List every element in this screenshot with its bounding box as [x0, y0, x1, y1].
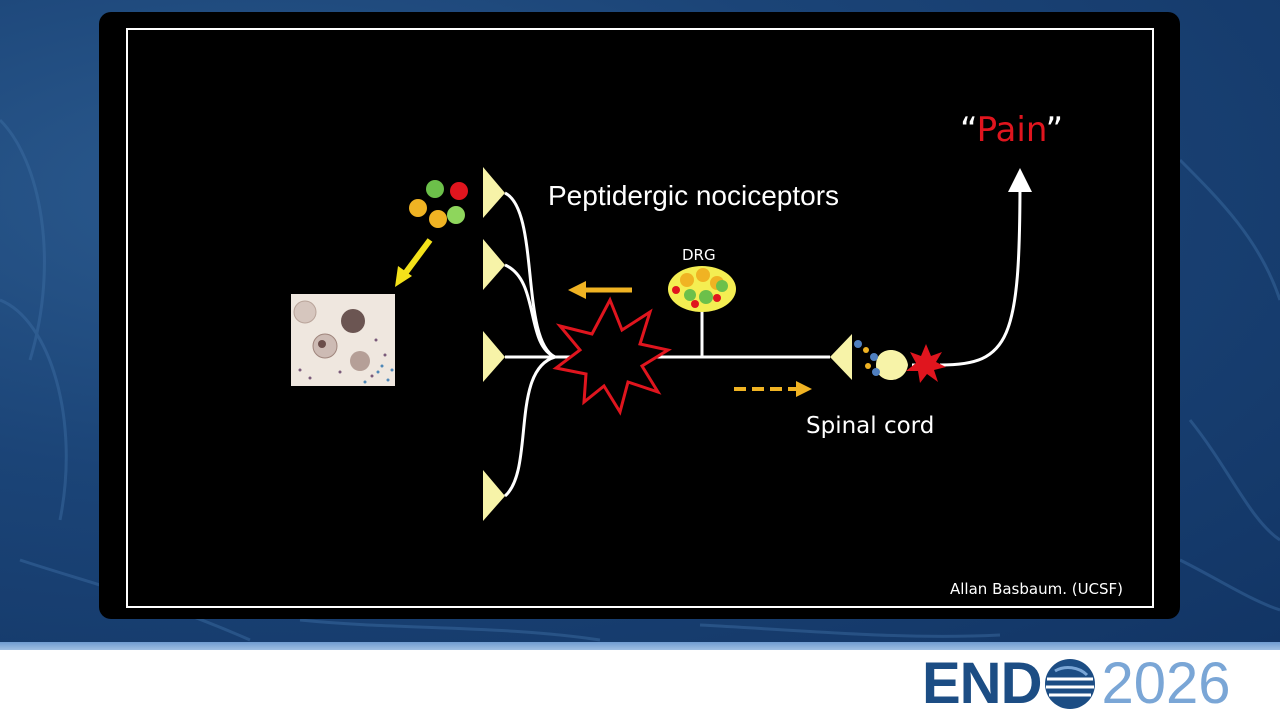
credit-label: Allan Basbaum. (UCSF): [950, 580, 1124, 598]
pain-open-quote: “: [960, 110, 977, 150]
mediator-dots: [409, 180, 468, 228]
pain-signal-burst-icon: [906, 344, 946, 383]
slide-frame: [126, 28, 1154, 608]
injury-burst-icon: [552, 296, 672, 416]
release-arrow: [395, 238, 433, 287]
nerve-fibers: [503, 168, 1032, 498]
synapse: [830, 334, 908, 380]
drg-ganglion: [668, 266, 736, 312]
retrograde-arrow: [568, 281, 632, 299]
globe-icon: [1045, 659, 1096, 709]
endo-2026-logo: END 2026: [922, 654, 1231, 714]
inflammatory-cells-image: [291, 294, 395, 386]
peptidergic-label: Peptidergic nociceptors: [548, 180, 840, 211]
nerve-terminals: [483, 167, 505, 521]
pain-label: “Pain”: [960, 110, 1063, 150]
pain-close-quote: ”: [1045, 110, 1064, 150]
drg-label: DRG: [682, 246, 716, 264]
footer-stripe: [0, 642, 1280, 650]
logo-text-end: END: [922, 651, 1042, 716]
orthograde-dashed-arrow: [734, 381, 812, 397]
slide-panel: [99, 12, 1180, 619]
spinal-cord-label: Spinal cord: [806, 413, 935, 439]
pain-word: Pain: [976, 110, 1046, 150]
logo-text-year: 2026: [1101, 651, 1231, 716]
